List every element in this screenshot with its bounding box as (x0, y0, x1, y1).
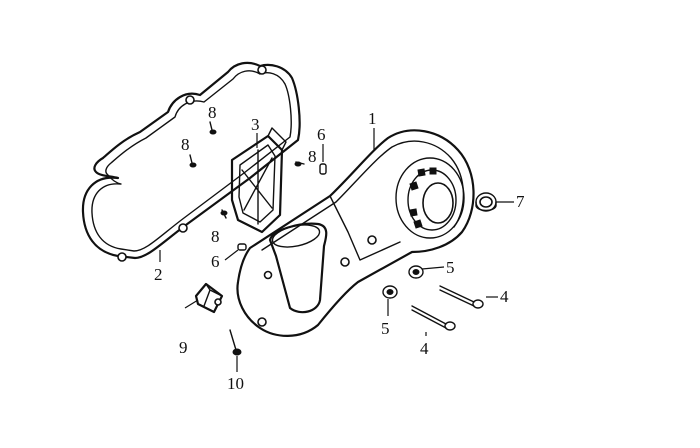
screw-part-8-c (294, 161, 305, 167)
callout-10: 10 (227, 374, 244, 393)
nut-part-5-b (382, 285, 398, 299)
callout-4-bottom: 4 (420, 339, 429, 358)
callout-2: 2 (154, 265, 163, 284)
pin-part-6-b (237, 243, 247, 251)
callouts: 1 2 3 4 4 5 5 6 6 7 8 8 8 8 9 10 (154, 103, 525, 393)
gasket-part-2 (81, 61, 301, 262)
screw-part-8-d (220, 209, 228, 219)
leader-lines (159, 128, 514, 372)
screw-part-10 (229, 329, 242, 356)
callout-5-right: 5 (446, 258, 455, 277)
cap-part-7 (475, 192, 497, 212)
callout-8-top: 8 (208, 103, 217, 122)
bolt-part-4-a (439, 285, 484, 309)
screw-part-8-b (189, 154, 197, 168)
callout-6-left: 6 (211, 252, 220, 271)
callout-6-top: 6 (317, 125, 326, 144)
screw-part-8-a (209, 121, 217, 135)
callout-1: 1 (368, 109, 377, 128)
callout-8-right: 8 (308, 147, 317, 166)
callout-8-lower: 8 (211, 227, 220, 246)
nut-part-5-a (408, 265, 424, 279)
callout-9: 9 (179, 338, 188, 357)
block-part-9 (194, 282, 224, 314)
bracket-part-3 (230, 127, 287, 234)
callout-5-bottom: 5 (381, 319, 390, 338)
bolt-part-4-b (411, 305, 456, 331)
callout-4-right: 4 (500, 287, 509, 306)
pin-part-6-a (319, 163, 327, 175)
callout-3: 3 (251, 115, 260, 134)
callout-8-left: 8 (181, 135, 190, 154)
crankcase-cover-part-1 (236, 129, 475, 337)
callout-7: 7 (516, 192, 525, 211)
